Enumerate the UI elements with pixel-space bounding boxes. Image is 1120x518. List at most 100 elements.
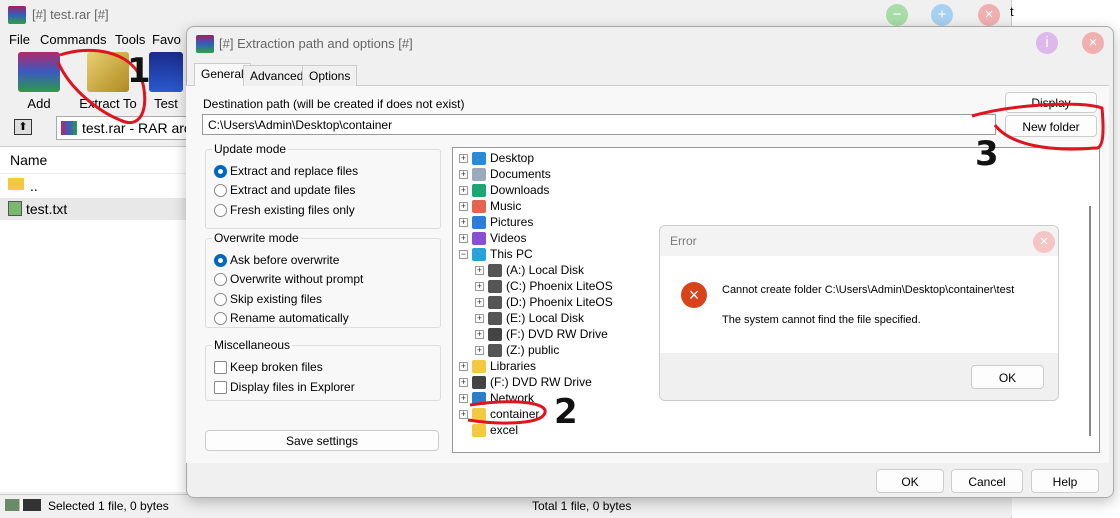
expand-icon[interactable]: + (475, 312, 484, 323)
radio-overwrite-without[interactable]: Overwrite without prompt (214, 272, 363, 286)
folder-icon (472, 375, 486, 389)
save-settings-button[interactable]: Save settings (205, 430, 439, 451)
tree-node[interactable]: +Downloads (459, 182, 549, 198)
tree-node-label: (F:) DVD RW Drive (506, 327, 608, 341)
folder-icon (472, 215, 486, 229)
checkbox-keep-broken[interactable]: Keep broken files (214, 360, 323, 374)
tab-advanced[interactable]: Advanced (243, 65, 311, 86)
ok-button[interactable]: OK (876, 469, 944, 493)
tree-node-label: Videos (490, 231, 527, 245)
expand-icon[interactable]: + (459, 232, 468, 243)
expand-icon[interactable]: + (475, 264, 484, 275)
column-header-name[interactable]: Name (0, 147, 186, 174)
destination-label: Destination path (will be created if doe… (203, 97, 465, 111)
group-title: Miscellaneous (212, 338, 293, 352)
info-icon[interactable]: i (1036, 32, 1058, 54)
toolbar-add[interactable]: Add (16, 52, 62, 111)
expand-icon[interactable]: + (475, 328, 484, 339)
tree-node-label: (D:) Phoenix LiteOS (506, 295, 613, 309)
menu-favorites[interactable]: Favo (152, 32, 181, 47)
tree-node[interactable]: +(E:) Local Disk (475, 310, 584, 326)
file-name: test.txt (26, 201, 68, 217)
dialog-close-button[interactable]: × (1082, 32, 1104, 54)
radio-rename-auto[interactable]: Rename automatically (214, 311, 349, 325)
error-icon: × (681, 282, 707, 308)
checkbox-display-explorer[interactable]: Display files in Explorer (214, 380, 355, 394)
folder-icon (488, 263, 502, 277)
file-name: .. (30, 178, 38, 194)
tree-node[interactable]: −This PC (459, 246, 533, 262)
help-button[interactable]: Help (1031, 469, 1099, 493)
background-window-text: t (1010, 4, 1014, 19)
tree-node[interactable]: +Music (459, 198, 521, 214)
tree-node[interactable]: +Libraries (459, 358, 536, 374)
tree-scrollbar[interactable] (1089, 206, 1091, 436)
expand-icon[interactable]: + (459, 184, 468, 195)
expand-icon[interactable]: + (459, 152, 468, 163)
misc-group: Miscellaneous Keep broken files Display … (205, 338, 441, 401)
error-close-button[interactable]: × (1033, 231, 1055, 253)
expand-icon[interactable]: + (459, 200, 468, 211)
radio-extract-replace[interactable]: Extract and replace files (214, 164, 358, 178)
radio-skip-existing[interactable]: Skip existing files (214, 292, 322, 306)
tab-options[interactable]: Options (302, 65, 358, 86)
tree-node[interactable]: + Pictures (459, 214, 533, 230)
up-folder-button[interactable]: ⬆ (14, 119, 32, 135)
tree-node-label: (A:) Local Disk (506, 263, 585, 277)
new-folder-button[interactable]: New folder (1005, 115, 1097, 137)
menu-tools[interactable]: Tools (115, 32, 146, 47)
destination-path-input[interactable]: C:\Users\Admin\Desktop\container (202, 114, 996, 135)
address-text: test.rar - RAR arc (82, 120, 191, 136)
minimize-button[interactable]: − (886, 4, 908, 26)
error-dialog: Error × × Cannot create folder C:\Users\… (659, 225, 1059, 401)
expand-icon[interactable]: + (459, 376, 468, 387)
tree-node[interactable]: + Documents (459, 166, 551, 182)
tree-node[interactable]: +(Z:) public (475, 342, 559, 358)
tree-node-label: excel (490, 423, 519, 437)
tree-node[interactable]: +Network (459, 390, 534, 406)
radio-ask-before[interactable]: Ask before overwrite (214, 253, 339, 267)
expand-icon[interactable]: + (475, 344, 484, 355)
close-button[interactable]: × (978, 4, 1000, 26)
radio-fresh-existing[interactable]: Fresh existing files only (214, 203, 355, 217)
cancel-button[interactable]: Cancel (951, 469, 1023, 493)
expand-icon[interactable]: + (475, 280, 484, 291)
extraction-dialog: [#] Extraction path and options [#] i × … (186, 26, 1114, 498)
expand-icon[interactable]: + (459, 392, 468, 403)
error-ok-button[interactable]: OK (971, 365, 1044, 389)
expand-icon[interactable]: + (459, 216, 468, 227)
tree-node[interactable]: +excel (459, 422, 518, 438)
file-row[interactable]: .. (0, 174, 186, 198)
expand-icon[interactable]: + (459, 168, 468, 179)
file-row[interactable]: test.txt (0, 198, 186, 220)
address-bar[interactable]: test.rar - RAR arc (56, 116, 196, 140)
error-detail: The system cannot find the file specifie… (722, 314, 921, 326)
menu-commands[interactable]: Commands (40, 32, 107, 47)
radio-extract-update[interactable]: Extract and update files (214, 183, 355, 197)
expand-icon[interactable]: + (475, 296, 484, 307)
tree-node[interactable]: + (F:) DVD RW Drive (475, 326, 608, 342)
toolbar-test[interactable]: Test (146, 52, 186, 111)
error-title: Error (670, 234, 697, 248)
tree-node[interactable]: +container (459, 406, 539, 422)
tree-node-label: Documents (490, 167, 551, 181)
menu-file[interactable]: File (9, 32, 30, 47)
folder-icon (472, 247, 486, 261)
folder-icon (472, 167, 486, 181)
expand-icon[interactable]: + (459, 360, 468, 371)
expand-icon[interactable]: + (459, 408, 468, 419)
tree-node[interactable]: +Desktop (459, 150, 534, 166)
tree-node[interactable]: + (C:) Phoenix LiteOS (475, 278, 613, 294)
tree-node[interactable]: +(F:) DVD RW Drive (459, 374, 592, 390)
tree-node[interactable]: + (D:) Phoenix LiteOS (475, 294, 613, 310)
folder-tree[interactable]: +Desktop+Documents+Downloads+Music+Pictu… (452, 147, 1100, 453)
tree-node[interactable]: + (A:) Local Disk (475, 262, 584, 278)
tree-node-label: Pictures (490, 215, 534, 229)
collapse-icon[interactable]: − (459, 248, 468, 259)
display-button[interactable]: Display (1005, 92, 1097, 113)
tree-node[interactable]: + Videos (459, 230, 526, 246)
tab-general[interactable]: General (194, 63, 251, 86)
tree-node-label: (C:) Phoenix LiteOS (506, 279, 613, 293)
maximize-button[interactable]: + (931, 4, 953, 26)
toolbar-label: Extract To (79, 96, 137, 111)
